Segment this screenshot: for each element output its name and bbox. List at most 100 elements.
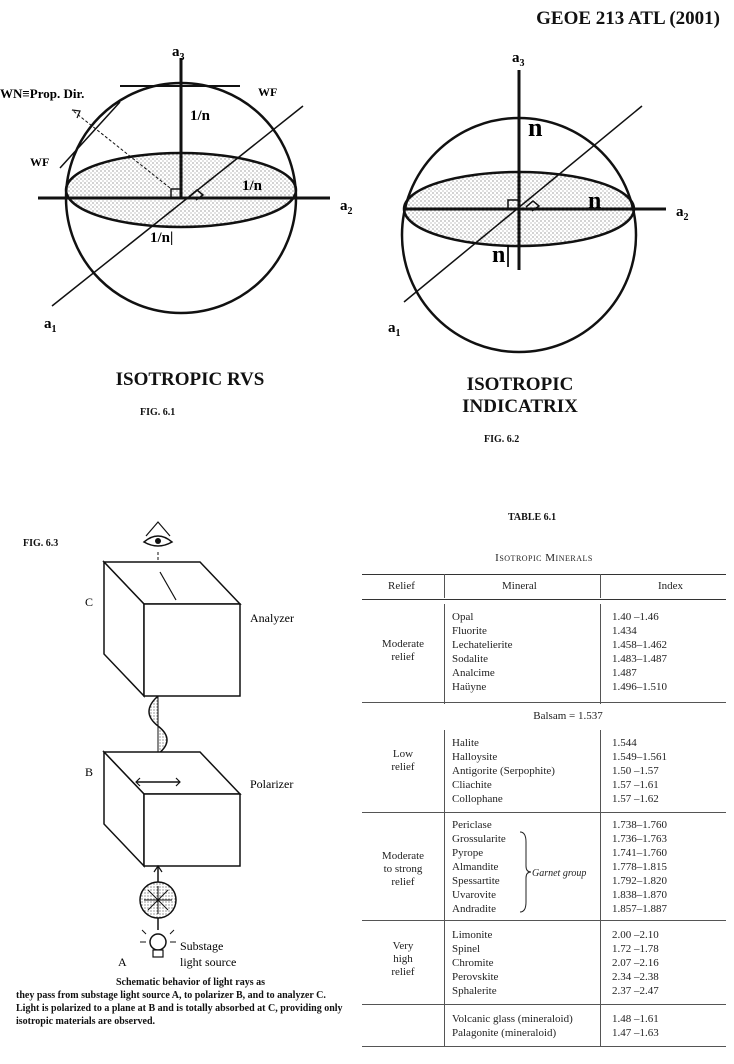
garnet-brace [519,831,532,913]
relief-cell-moderate-strong: Moderate to strong relief [362,850,444,889]
bulb-glow-mark-1 [141,929,147,935]
index-value: 1.40 –1.46 [612,611,659,623]
index-value: 1.736–1.763 [612,833,667,845]
rvs-a2-label: a2 [340,198,353,217]
index-value: 1.57 –1.62 [612,793,659,805]
index-list-g1: 1.40 –1.46 1.434 1.458–1.462 1.483–1.487… [612,610,667,694]
rvs-wf-right-label: WF [258,85,277,99]
table-caption: Isotropic Minerals [495,552,593,564]
index-value: 1.57 –1.61 [612,779,659,791]
isotropic-minerals-table: Isotropic Minerals Relief Mineral Index … [362,552,726,1052]
index-value: 1.741–1.760 [612,847,667,859]
course-header: GEOE 213 ATL (2001) [536,8,720,29]
bulb-glow-mark-2 [169,929,175,935]
mineral-list-g1: Opal Fluorite Lechatelierite Sodalite An… [452,610,512,694]
index-list-g2: 1.544 1.549–1.561 1.50 –1.57 1.57 –1.61 … [612,736,667,806]
relief-text: relief [391,651,415,663]
header-mineral: Mineral [502,580,537,592]
indicatrix-right-angle-mark-2 [525,200,541,212]
col-divider-g3b [600,812,601,920]
relief-text: relief [391,876,415,888]
indicatrix-title-line-1: ISOTROPIC [466,374,574,395]
relief-text: relief [391,761,415,773]
indicatrix-n-vertical-label: n [528,113,543,142]
index-value: 1.549–1.561 [612,751,667,763]
relief-text: high [393,953,413,965]
col-divider-g4b [600,920,601,1004]
mineral-name: Cliachite [452,779,492,791]
table-6-1-label: TABLE 6.1 [508,512,557,523]
mineral-name: Almandite [452,861,499,873]
label-substage: Substage [180,939,223,953]
eye-lid-icon [145,521,171,537]
rvs-n-vertical-label: 1/n [190,108,211,124]
isotropic-rvs-diagram: a3 a2 a1 WN≡Prop. Dir. WF WF 1/n 1/n 1/n… [0,44,353,335]
eye-pupil-icon [155,538,161,544]
index-value: 1.458–1.462 [612,639,667,651]
index-value: 2.07 –2.16 [612,957,659,969]
indicatrix-a3-label: a3 [512,50,525,69]
label-a: A [118,955,127,969]
relief-text: Very [392,940,414,952]
label-c: C [85,595,93,609]
mineral-name: Uvarovite [452,889,496,901]
polarizer-arrowhead-left [135,777,141,787]
rvs-a1-axis [51,105,304,307]
index-value: 1.738–1.760 [612,819,667,831]
group-divider-2 [362,812,726,813]
group-divider-3 [362,920,726,921]
fig-6-1-label: FIG. 6.1 [140,407,176,418]
index-value: 1.48 –1.61 [612,1013,659,1025]
rvs-title: ISOTROPIC RVS [115,369,265,390]
mineral-name: Andradite [452,903,496,915]
polarizer-arrowhead-right [175,777,181,787]
index-list-g3: 1.738–1.760 1.736–1.763 1.741–1.760 1.77… [612,818,667,916]
index-value: 1.487 [612,667,637,679]
col-divider-g5a [444,1004,445,1046]
header-relief: Relief [388,580,415,592]
index-value: 1.47 –1.63 [612,1027,659,1039]
mineral-name: Grossularite [452,833,506,845]
index-value: 1.838–1.870 [612,889,667,901]
relief-text: Low [392,748,414,760]
index-list-g5: 1.48 –1.61 1.47 –1.63 [612,1012,659,1040]
indicatrix-a2-label: a2 [676,204,689,223]
caption-first-line: Schematic behavior of light rays as [116,977,265,988]
mineral-list-g3: Periclase Grossularite Pyrope Almandite … [452,818,506,916]
relief-cell-low: Low relief [362,748,444,774]
col-divider-g1a [444,604,445,704]
mineral-name: Perovskite [452,971,499,983]
light-bulb-icon [149,933,167,951]
mineral-name: Fluorite [452,625,487,637]
mineral-name: Pyrope [452,847,484,859]
mineral-name: Sphalerite [452,985,497,997]
mineral-name: Spessartite [452,875,500,887]
index-list-g4: 2.00 –2.10 1.72 –1.78 2.07 –2.16 2.34 –2… [612,928,659,998]
fig-6-2-label: FIG. 6.2 [484,434,520,445]
indicatrix-a1-axis [403,105,643,303]
rvs-a3-label: a3 [172,44,185,63]
mineral-name: Periclase [452,819,492,831]
mineral-name: Antigorite (Serpophite) [452,765,555,777]
index-value: 1.72 –1.78 [612,943,659,955]
indicatrix-a1-label: a1 [388,320,401,339]
label-analyzer: Analyzer [250,611,294,625]
label-polarizer: Polarizer [250,777,293,791]
mineral-name: Lechatelierite [452,639,513,651]
col-divider-g4a [444,920,445,1004]
rvs-wf-left-label: WF [30,155,49,169]
eye-icon [142,535,174,547]
light-path-schematic: C Analyzer B Polarizer A Substage light … [85,521,294,969]
index-value: 1.50 –1.57 [612,765,659,777]
indicatrix-title: ISOTROPIC INDICATRIX [430,374,610,418]
relief-cell-very-high: Very high relief [362,940,444,979]
light-bulb-base-icon [152,949,164,958]
col-divider-g5b [600,1004,601,1046]
rvs-propagation-arrow [71,109,171,189]
mineral-name: Opal [452,611,474,623]
rvs-wave-normal-label: WN≡Prop. Dir. [0,86,84,101]
rvs-n-front-label: 1/n| [150,230,173,246]
label-b: B [85,765,93,779]
rvs-n-right-label: 1/n [242,178,263,194]
index-value: 2.00 –2.10 [612,929,659,941]
